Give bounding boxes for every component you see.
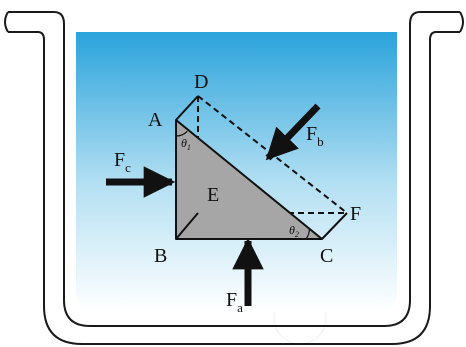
edge-ad xyxy=(175,95,199,121)
angle-arc-theta1 xyxy=(175,130,188,137)
angle-label-theta2: θ2 xyxy=(289,223,299,239)
vertex-label-a: A xyxy=(148,109,163,131)
force-label-fb: Fb xyxy=(306,123,324,149)
edge-cf xyxy=(321,212,348,240)
vertex-label-d: D xyxy=(194,71,208,93)
edge-be xyxy=(175,212,199,240)
vertex-label-c: C xyxy=(320,245,333,267)
arrow-fb xyxy=(265,103,321,161)
force-label-fa: Fa xyxy=(226,289,243,315)
force-label-fc: Fc xyxy=(114,149,131,175)
vessel xyxy=(4,11,464,345)
force-arrows xyxy=(106,103,321,306)
angle-label-theta1: θ1 xyxy=(181,136,191,152)
vertex-label-b: B xyxy=(154,245,167,267)
vertex-label-f: F xyxy=(350,203,361,225)
angle-arc-theta2 xyxy=(305,228,310,240)
vertex-label-e: E xyxy=(207,184,219,206)
